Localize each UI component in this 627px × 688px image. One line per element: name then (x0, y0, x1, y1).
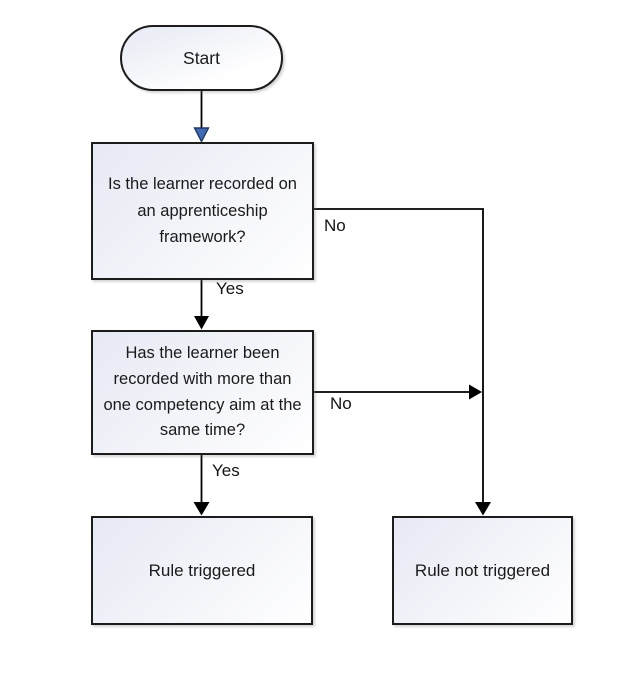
rule-triggered-label: Rule triggered (148, 560, 256, 580)
connector-q1-yes (194, 280, 209, 330)
edge-label-q1-yes: Yes (216, 279, 244, 298)
arrowhead-blue-icon (193, 127, 210, 144)
arrowhead-down-icon (475, 502, 491, 516)
start-node: Start (120, 25, 283, 91)
edge-label-q2-yes: Yes (212, 461, 240, 480)
edge-label-q1-no: No (324, 216, 346, 235)
question1-node: Is the learner recorded on an apprentice… (91, 142, 314, 280)
arrowhead-right-icon (469, 384, 482, 400)
connector-q1-no (314, 208, 491, 516)
arrowhead-down-icon (194, 316, 209, 330)
edge-label-q2-no: No (330, 394, 352, 413)
rule-triggered-node: Rule triggered (91, 516, 313, 625)
connector-start-to-q1 (193, 91, 210, 144)
rule-not-triggered-node: Rule not triggered (392, 516, 573, 625)
connector-q2-no (314, 384, 482, 400)
connector-q2-yes (193, 455, 210, 516)
start-label: Start (183, 47, 220, 68)
rule-not-triggered-label: Rule not triggered (414, 560, 551, 580)
arrowhead-down-icon (193, 502, 210, 516)
question2-label: Has the learner been recorded with more … (103, 344, 302, 440)
question1-label: Is the learner recorded on an apprentice… (108, 175, 297, 247)
question2-node: Has the learner been recorded with more … (91, 330, 314, 455)
